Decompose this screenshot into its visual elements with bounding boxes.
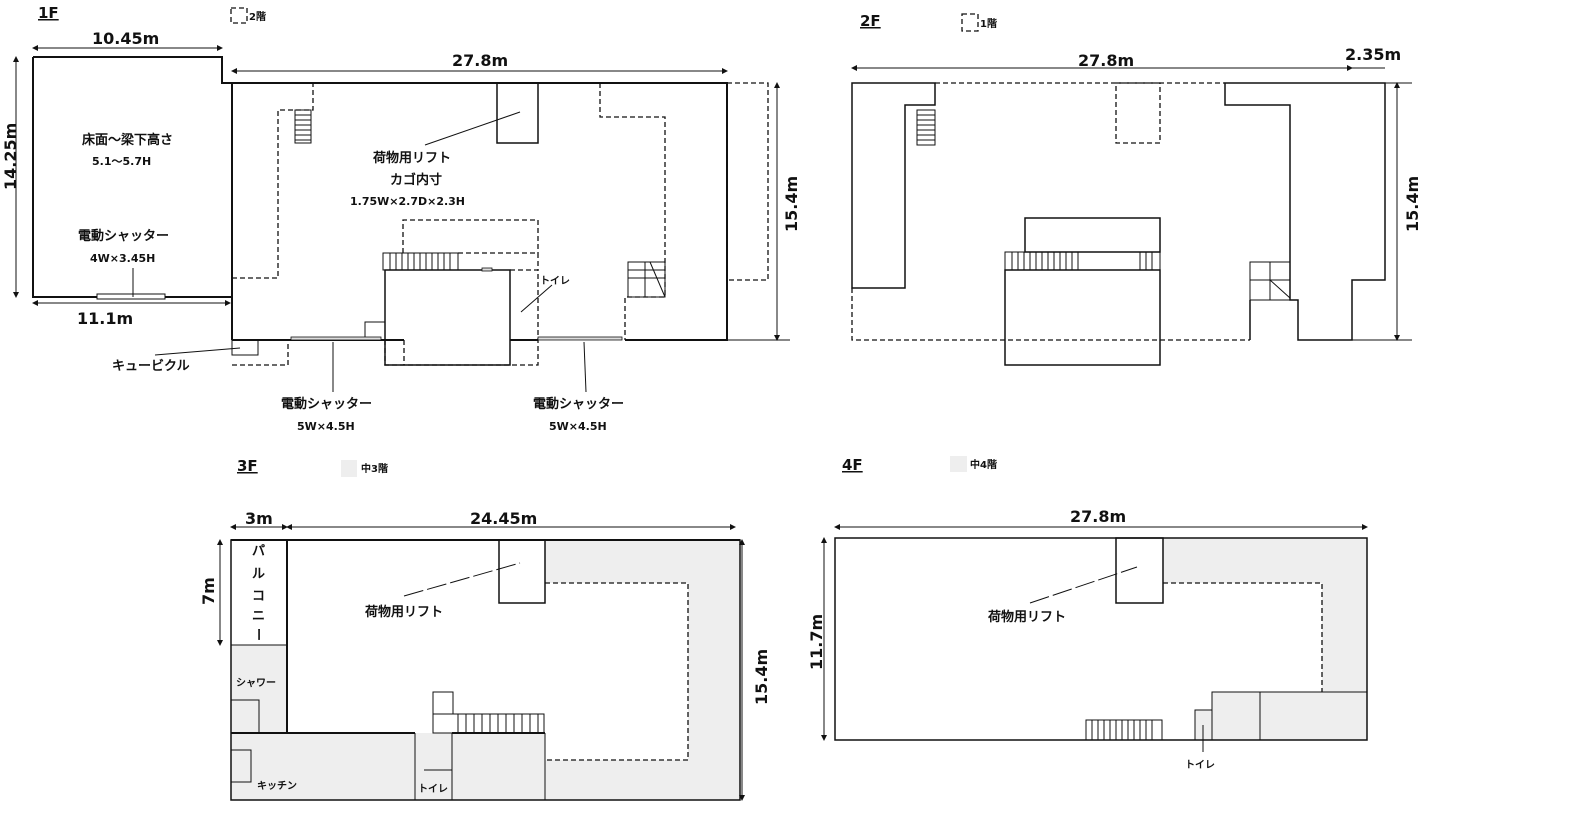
shutter-annex: [96, 293, 166, 300]
shutter1-size: 5W×4.5H: [297, 420, 355, 433]
lift-size: 1.75W×2.7D×2.3H: [350, 195, 465, 208]
dim-annex-bottom: 11.1m: [77, 309, 133, 328]
dim-width: 27.8m: [1078, 51, 1134, 70]
shutter2-size: 5W×4.5H: [549, 420, 607, 433]
floor-4f: 4F 中4階 27.8m 11.7m 荷物用リフト トイレ: [807, 456, 1368, 771]
dim-main-depth: 15.4m: [782, 176, 801, 232]
dim-depth: 11.7m: [807, 614, 826, 670]
legend-label: 1階: [980, 17, 997, 30]
shutter-2: [537, 336, 623, 341]
legend-dashed-swatch: [961, 13, 979, 32]
dim-depth: 15.4m: [752, 649, 771, 705]
dim-depth: 15.4m: [1403, 176, 1422, 232]
legend-gray-swatch: [950, 456, 967, 472]
shutter1-title: 電動シャッター: [281, 396, 372, 412]
balcony-label: パ ル コ ニ ー: [250, 544, 265, 641]
toilet-label: トイレ: [1185, 759, 1215, 771]
dim-main-width: 27.8m: [452, 51, 508, 70]
shower-label: シャワー: [236, 677, 276, 689]
annex-wall: [32, 57, 232, 298]
balcony-char: ー: [250, 628, 265, 641]
legend-dashed-swatch: [230, 7, 248, 24]
floor-label-3f: 3F: [237, 457, 258, 475]
shutter-1: [290, 336, 382, 341]
dim-annex-width: 10.45m: [92, 29, 159, 48]
toilet-label: トイレ: [418, 783, 448, 795]
lift-sub: カゴ内寸: [390, 172, 442, 188]
toilet-label: トイレ: [540, 275, 570, 287]
annex-height-value: 5.1～5.7H: [92, 155, 151, 168]
annex-shutter-title: 電動シャッター: [78, 228, 169, 244]
outer-wall: [33, 56, 728, 341]
lift-shaft: [1115, 537, 1164, 604]
legend-label: 中3階: [361, 462, 388, 475]
balcony-char: ニ: [252, 609, 265, 624]
dim-annex-depth: 14.25m: [1, 123, 20, 190]
stairs-icon: [294, 109, 666, 298]
dim-width: 24.45m: [470, 509, 537, 528]
dim-width: 27.8m: [1070, 507, 1126, 526]
lift-title: 荷物用リフト: [372, 150, 451, 166]
floor-label-2f: 2F: [860, 12, 881, 30]
shutter2-title: 電動シャッター: [533, 396, 624, 412]
annex-height-title: 床面～梁下高さ: [82, 132, 173, 148]
legend-gray-swatch: [341, 460, 357, 477]
cubicle: [231, 339, 259, 356]
floor-label-1f: 1F: [38, 4, 59, 22]
cubicle-label: キュービクル: [112, 358, 190, 374]
floor-2f: 2F 1階 27.8m 2.35m 15.4m: [851, 12, 1422, 366]
balcony-char: コ: [252, 589, 265, 604]
dim-balcony-depth: 7m: [199, 577, 218, 605]
dim-extra-width: 2.35m: [1345, 45, 1401, 64]
lift-label: 荷物用リフト: [987, 609, 1066, 625]
annex-shutter-size: 4W×3.45H: [90, 252, 155, 265]
floor-label-4f: 4F: [842, 456, 863, 474]
floor-3f: 3F 中3階 3m 24.45m 7m 15.4m パ ル コ: [199, 457, 771, 801]
lift-shaft: [496, 82, 539, 144]
balcony-char: パ: [252, 544, 265, 559]
lift-shaft: [498, 539, 546, 604]
legend-label: 2階: [249, 10, 266, 23]
lift-label: 荷物用リフト: [364, 604, 443, 620]
kitchen-label: キッチン: [257, 780, 297, 792]
legend-label: 中4階: [970, 458, 997, 471]
office-block: [384, 269, 511, 366]
floor-1f: 1F 2階 10.45m 14.25m 11.1m 27.8m 15.4m 床面…: [1, 4, 801, 433]
dim-balcony-width: 3m: [245, 509, 273, 528]
balcony-char: ル: [252, 567, 265, 582]
